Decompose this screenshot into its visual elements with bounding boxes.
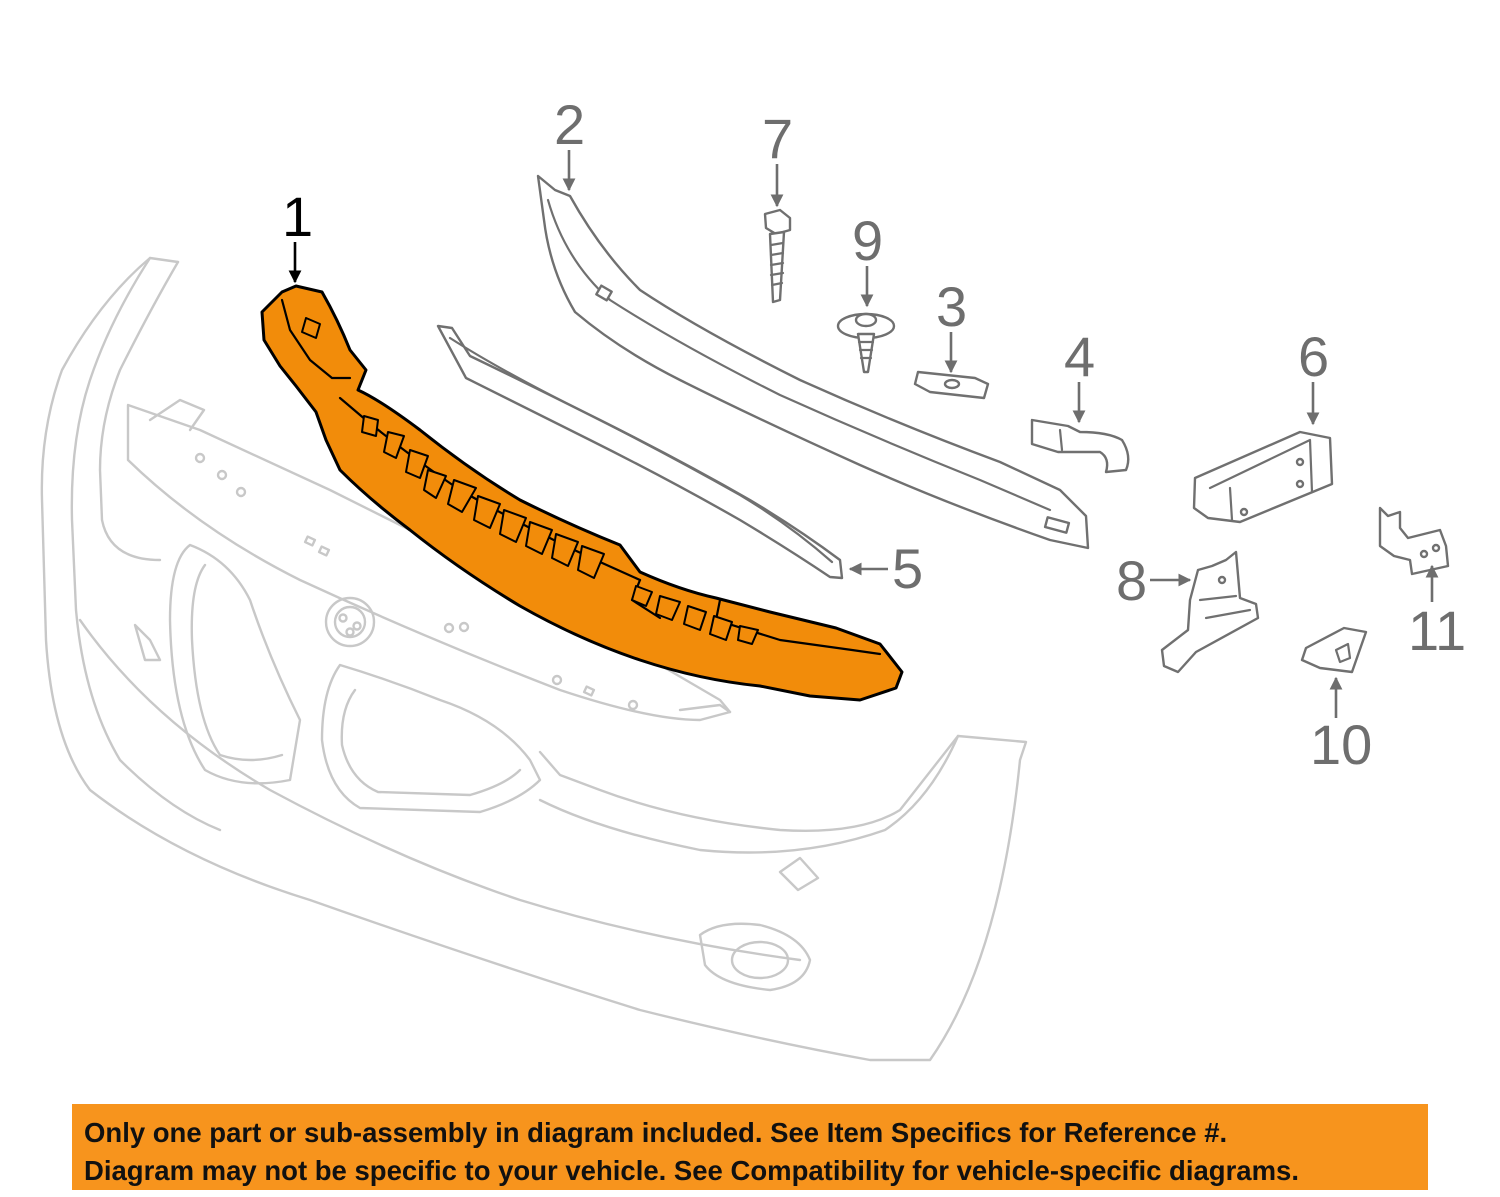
disclaimer-banner: Only one part or sub-assembly in diagram… bbox=[72, 1104, 1428, 1190]
callout-4: 4 bbox=[1064, 325, 1095, 424]
part-2-reinforcement-beam bbox=[536, 174, 1090, 550]
part-7-bolt bbox=[763, 208, 792, 304]
callout-6: 6 bbox=[1298, 325, 1329, 426]
callout-8-label: 8 bbox=[1116, 549, 1147, 612]
part-11-bracket bbox=[1378, 506, 1450, 576]
callout-3-label: 3 bbox=[936, 275, 967, 338]
callout-3: 3 bbox=[936, 275, 967, 374]
callout-6-label: 6 bbox=[1298, 325, 1329, 388]
callout-8: 8 bbox=[1116, 549, 1192, 612]
callout-9-label: 9 bbox=[852, 209, 883, 272]
callout-11-label: 11 bbox=[1408, 599, 1466, 662]
part-5-strip bbox=[436, 324, 844, 580]
part-10-bracket bbox=[1300, 626, 1368, 674]
part-1-energy-absorber[interactable] bbox=[260, 284, 904, 702]
callout-4-label: 4 bbox=[1064, 325, 1095, 388]
part-4-bracket bbox=[1030, 418, 1130, 474]
part-9-push-nut bbox=[836, 312, 896, 374]
part-8-bracket bbox=[1160, 550, 1260, 674]
callout-11: 11 bbox=[1408, 564, 1466, 662]
callout-5-label: 5 bbox=[892, 537, 923, 600]
callout-5: 5 bbox=[848, 537, 923, 600]
callout-2-label: 2 bbox=[554, 93, 585, 156]
callout-1: 1 bbox=[282, 185, 313, 284]
disclaimer-line-2: Diagram may not be specific to your vehi… bbox=[84, 1155, 1299, 1186]
callout-1-label: 1 bbox=[282, 185, 313, 248]
disclaimer-line-1: Only one part or sub-assembly in diagram… bbox=[84, 1117, 1228, 1148]
callout-7: 7 bbox=[762, 107, 793, 208]
part-3-clip bbox=[913, 370, 990, 400]
callout-7-label: 7 bbox=[762, 107, 793, 170]
callout-9: 9 bbox=[852, 209, 883, 308]
callout-10-label: 10 bbox=[1310, 713, 1372, 776]
callout-10: 10 bbox=[1310, 676, 1372, 776]
bumper-cover-ghost bbox=[40, 256, 1028, 1062]
part-6-bracket bbox=[1192, 430, 1334, 524]
callout-2: 2 bbox=[554, 93, 585, 192]
